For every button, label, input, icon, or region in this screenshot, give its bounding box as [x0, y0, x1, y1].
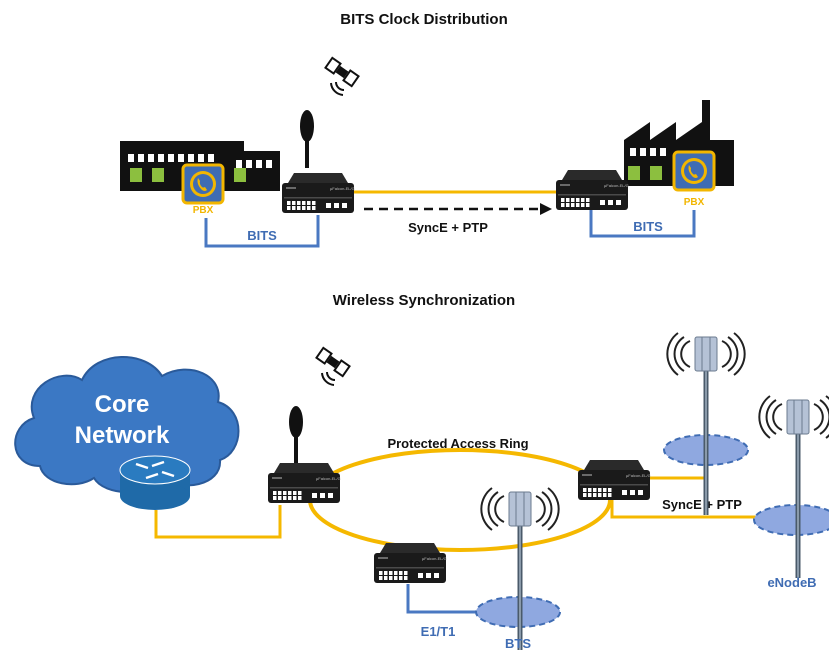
arrow-head — [540, 203, 552, 215]
enodeb-label: eNodeB — [767, 575, 816, 590]
e1t1-link — [406, 584, 476, 614]
cloud-line2: Network — [75, 422, 170, 449]
svg-text:μFalcon-EL/G: μFalcon-EL/G — [422, 556, 447, 561]
section2-title: Wireless Synchronization — [333, 292, 515, 309]
svg-text:μFalcon-EL/G: μFalcon-EL/G — [626, 473, 651, 478]
bts-label: BTS — [505, 636, 531, 650]
bits-right-label: BITS — [633, 219, 663, 234]
router-icon — [119, 455, 191, 510]
device-left-1: μFalcon-EL/G — [282, 173, 355, 213]
section1-title: BITS Clock Distribution — [340, 11, 508, 28]
svg-text:μFalcon-EL/G: μFalcon-EL/G — [330, 186, 355, 191]
satellite-icon — [324, 56, 360, 96]
bits-left-link — [204, 215, 320, 248]
svg-text:μFalcon-EL/G: μFalcon-EL/G — [604, 183, 629, 188]
protected-ring — [308, 448, 612, 552]
satellite-icon — [315, 346, 351, 386]
ring-label: Protected Access Ring — [387, 436, 528, 451]
pbx-left-label: PBX — [193, 205, 214, 216]
cell-tower-icon — [667, 333, 744, 515]
synce-ptp-label-2: SyncE + PTP — [662, 497, 742, 512]
svg-text:μFalcon-EL/G: μFalcon-EL/G — [316, 476, 341, 481]
router-link — [154, 505, 282, 539]
device-right-2: μFalcon-EL/G — [578, 460, 651, 500]
device-left-2: μFalcon-EL/G — [268, 463, 341, 503]
cloud-icon: Core Network — [14, 356, 240, 494]
phone-icon — [672, 150, 716, 192]
device-right-1: μFalcon-EL/G — [556, 170, 629, 210]
gps-antenna-icon — [289, 406, 303, 464]
phone-icon — [181, 163, 225, 205]
tower-base-enodeb — [753, 504, 829, 536]
cloud-line1: Core — [95, 391, 150, 418]
synce-ptp-label-1: SyncE + PTP — [408, 220, 488, 235]
cell-tower-icon — [759, 396, 829, 578]
pbx-right-label: PBX — [684, 197, 705, 208]
bits-left-label: BITS — [247, 228, 277, 243]
e1t1-label: E1/T1 — [421, 624, 456, 639]
bits-right-link — [589, 210, 696, 238]
device-bottom-2: μFalcon-EL/G — [374, 543, 447, 583]
cell-tower-icon — [481, 488, 558, 650]
gps-antenna-icon — [300, 110, 314, 168]
